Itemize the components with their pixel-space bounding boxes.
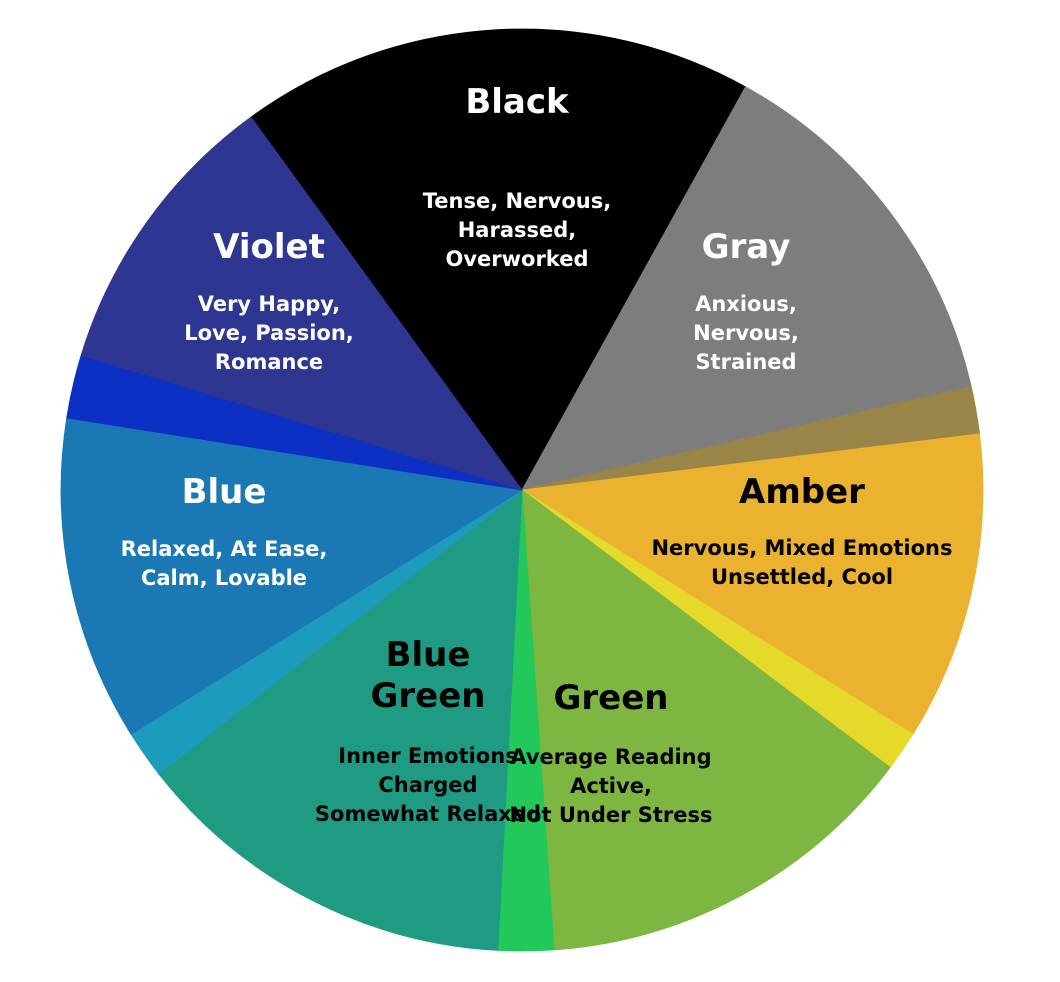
- wedge-violet: [80, 116, 524, 491]
- segment-description-gray: Anxious,: [695, 292, 797, 316]
- segment-description-violet: Very Happy,: [198, 292, 341, 316]
- segment-title-black: Black: [465, 82, 570, 122]
- segment-description-blue-green: Somewhat Relaxed: [315, 802, 541, 826]
- wedge-blue: [60, 417, 524, 735]
- segment-title-blue-green: Blue: [386, 635, 471, 675]
- segment-description-gray: Nervous,: [693, 321, 799, 345]
- wedge-green: [521, 489, 891, 951]
- segment-description-violet: Romance: [215, 350, 323, 374]
- segment-description-blue: Calm, Lovable: [141, 566, 307, 590]
- segment-description-blue: Relaxed, At Ease,: [121, 537, 328, 561]
- segment-description-green: Not Under Stress: [509, 803, 712, 827]
- wedge-black: [250, 28, 747, 491]
- wedge-amber: [520, 433, 984, 735]
- wedge-gray: [521, 86, 972, 491]
- segment-title-gray: Gray: [702, 227, 791, 267]
- segment-description-green: Average Reading: [510, 745, 711, 769]
- segment-description-violet: Love, Passion,: [184, 321, 354, 345]
- segment-description-black: Harassed,: [458, 218, 577, 242]
- segment-title-blue: Blue: [182, 472, 267, 512]
- segment-title-amber: Amber: [739, 472, 865, 512]
- wedge-blue-green: [158, 489, 523, 951]
- segment-description-amber: Nervous, Mixed Emotions: [651, 536, 952, 560]
- segment-description-blue-green: Inner Emotions: [338, 744, 517, 768]
- segment-title-violet: Violet: [213, 227, 325, 267]
- segment-title-blue-green: Green: [371, 676, 486, 716]
- segment-description-green: Active,: [570, 774, 652, 798]
- segment-description-amber: Unsettled, Cool: [711, 565, 893, 589]
- segment-description-black: Overworked: [445, 247, 588, 271]
- segment-description-blue-green: Charged: [378, 773, 477, 797]
- segment-title-green: Green: [554, 678, 669, 718]
- segment-description-black: Tense, Nervous,: [423, 189, 611, 213]
- segment-description-gray: Strained: [695, 350, 796, 374]
